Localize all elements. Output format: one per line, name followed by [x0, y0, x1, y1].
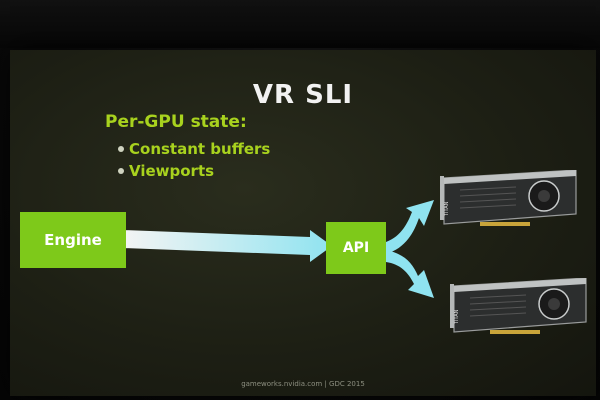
projected-slide: VR SLI Per-GPU state: Constant buffers V… — [10, 50, 596, 396]
per-gpu-state-heading: Per-GPU state: — [105, 112, 247, 132]
slide-title: VR SLI — [252, 80, 354, 110]
bullet-item-viewports: Viewports — [118, 162, 270, 180]
bullet-label: Viewports — [129, 162, 215, 180]
bullet-label: Constant buffers — [129, 140, 271, 158]
graphics-card-icon: TITAN — [450, 278, 587, 334]
gpu-brand-label: TITAN — [444, 201, 450, 217]
graphics-card-icon: TITAN — [440, 170, 577, 226]
engine-to-api-arrow — [122, 230, 332, 262]
ceiling — [0, 0, 600, 48]
api-label: API — [342, 240, 370, 256]
api-to-gpu1-arrow — [386, 200, 434, 254]
api-box: API — [326, 222, 386, 274]
bullet-dot-icon — [118, 168, 124, 174]
gpu-brand-label: TITAN — [454, 309, 460, 325]
bullet-list: Constant buffers Viewports — [118, 140, 270, 184]
engine-label: Engine — [44, 231, 102, 249]
bullet-dot-icon — [118, 146, 124, 152]
bullet-item-constant-buffers: Constant buffers — [118, 140, 270, 158]
flow-arrows — [122, 200, 434, 298]
slide-footer: gameworks.nvidia.com | GDC 2015 — [241, 380, 365, 388]
api-to-gpu2-arrow — [386, 250, 434, 298]
engine-box: Engine — [20, 212, 126, 268]
